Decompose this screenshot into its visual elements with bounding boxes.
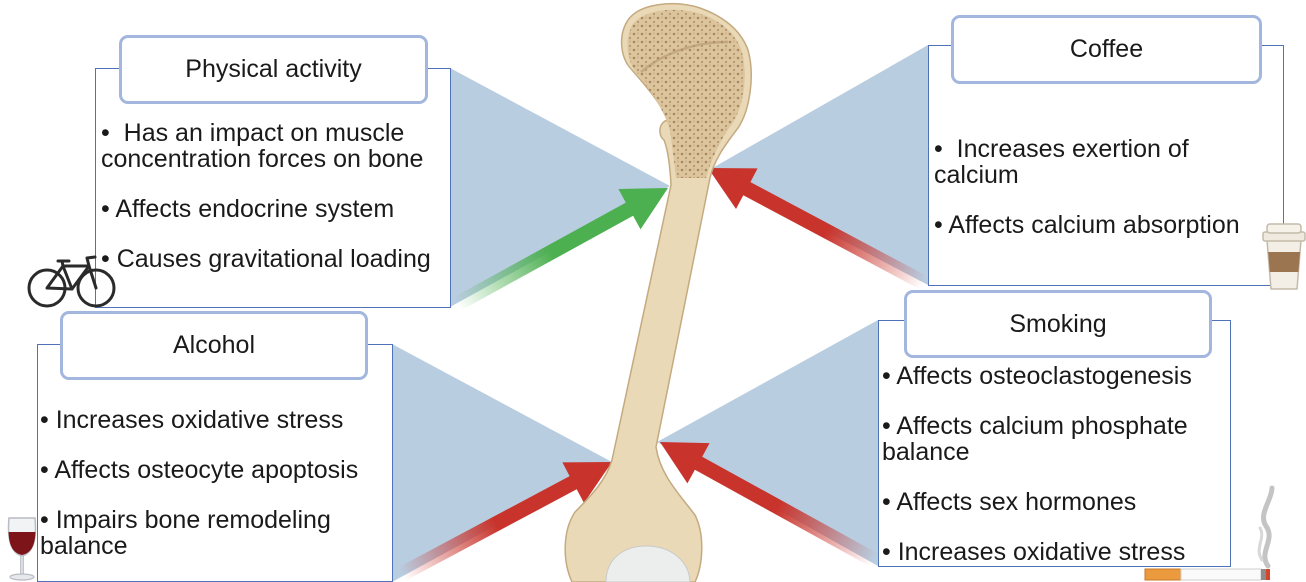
bullet-item: • Affects endocrine system (101, 196, 446, 222)
bullet-list-coffee: • Increases exertion of calcium • Affect… (934, 136, 1264, 238)
bullet-item: • Affects sex hormones (882, 489, 1222, 515)
bullet-item: • Causes gravitational loading (101, 246, 446, 272)
bullet-item: • Impairs bone remodeling balance (40, 507, 385, 559)
bullet-item: • Increases oxidative stress (40, 407, 385, 433)
factor-title-smoking: Smoking (904, 290, 1212, 358)
factor-title-text: Physical activity (185, 55, 361, 84)
bullet-item: • Affects osteoclastogenesis (882, 363, 1222, 389)
wedge-smoking (657, 320, 878, 566)
bullet-list-physical-activity: • Has an impact on muscle concentration … (101, 120, 446, 272)
factor-title-coffee: Coffee (951, 15, 1262, 84)
wedge-alcohol (392, 344, 612, 582)
bullet-item: • Affects calcium absorption (934, 212, 1264, 238)
factor-title-text: Alcohol (173, 331, 255, 360)
bullet-item: • Affects osteocyte apoptosis (40, 457, 385, 483)
bullet-item: • Has an impact on muscle concentration … (101, 120, 446, 172)
bullet-item: • Affects calcium phosphate balance (882, 413, 1222, 465)
factor-title-alcohol: Alcohol (60, 311, 368, 380)
bullet-list-alcohol: • Increases oxidative stress • Affects o… (40, 407, 385, 559)
wedge-physical-activity (450, 68, 670, 307)
bullet-item: • Increases exertion of calcium (934, 136, 1264, 188)
factor-title-text: Coffee (1070, 35, 1143, 64)
wedge-coffee (709, 45, 928, 285)
bullet-item: • Increases oxidative stress (882, 539, 1222, 565)
factor-title-physical-activity: Physical activity (119, 35, 428, 104)
factor-title-text: Smoking (1009, 310, 1106, 339)
bullet-list-smoking: • Affects osteoclastogenesis • Affects c… (882, 363, 1222, 565)
